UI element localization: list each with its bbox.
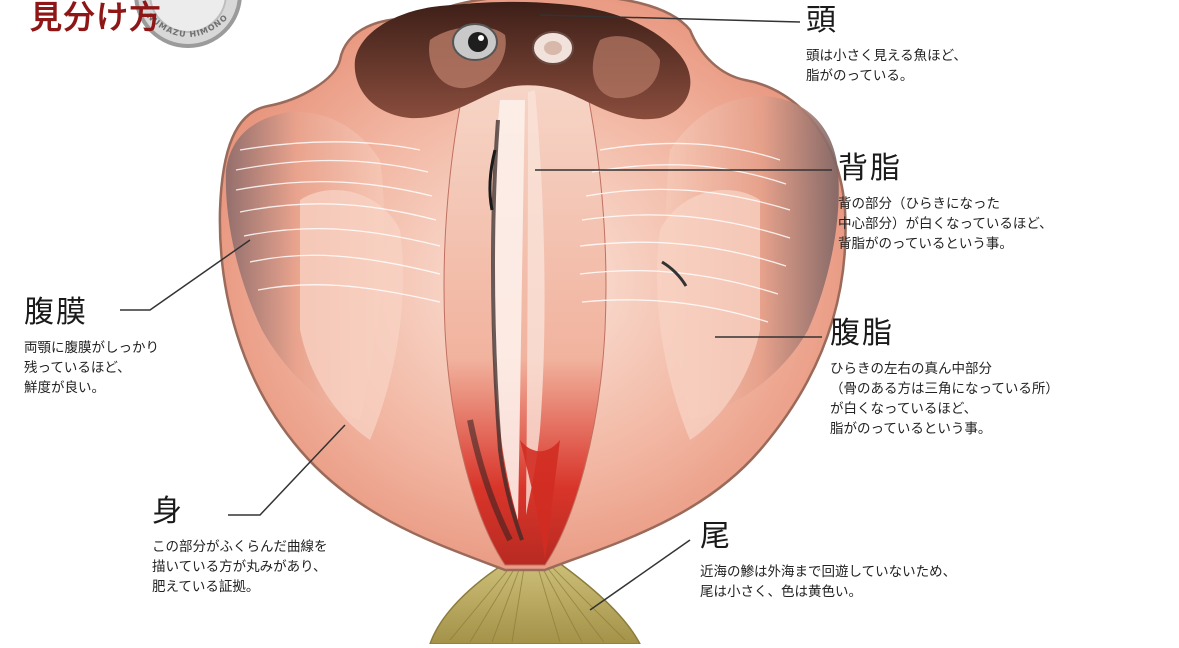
label-tail: 尾 近海の鯵は外海まで回遊していないため、 尾は小さく、色は黄色い。 [700,520,956,602]
desc-back-fat: 背の部分（ひらきになった 中心部分）が白くなっているほど、 背脂がのっているとい… [838,194,1053,254]
term-head: 頭 [806,4,967,38]
desc-belly-membrane: 両顎に腹膜がしっかり 残っているほど、 鮮度が良い。 [24,338,159,398]
term-tail: 尾 [700,520,956,554]
label-body: 身 この部分がふくらんだ曲線を 描いている方が丸みがあり、 肥えている証拠。 [152,495,328,597]
term-body: 身 [152,495,328,529]
tail-fin [430,560,640,644]
term-belly-membrane: 腹膜 [24,296,159,330]
leader-tail [590,540,690,610]
desc-body: この部分がふくらんだ曲線を 描いている方が丸みがあり、 肥えている証拠。 [152,537,328,597]
logo-title: 見分け方 [30,0,162,38]
label-back-fat: 背脂 背の部分（ひらきになった 中心部分）が白くなっているほど、 背脂がのってい… [838,152,1053,254]
term-belly-fat: 腹脂 [830,317,1059,351]
desc-head: 頭は小さく見える魚ほど、 脂がのっている。 [806,46,967,86]
desc-tail: 近海の鯵は外海まで回遊していないため、 尾は小さく、色は黄色い。 [700,562,956,602]
label-belly-fat: 腹脂 ひらきの左右の真ん中部分 （骨のある方は三角になっている所） が白くなって… [830,317,1059,439]
term-back-fat: 背脂 [838,152,1053,186]
left-eye [453,24,497,60]
label-head: 頭 頭は小さく見える魚ほど、 脂がのっている。 [806,4,967,86]
right-eye [533,32,573,64]
desc-belly-fat: ひらきの左右の真ん中部分 （骨のある方は三角になっている所） が白くなっているほ… [830,359,1059,439]
label-belly-membrane: 腹膜 両顎に腹膜がしっかり 残っているほど、 鮮度が良い。 [24,296,159,398]
